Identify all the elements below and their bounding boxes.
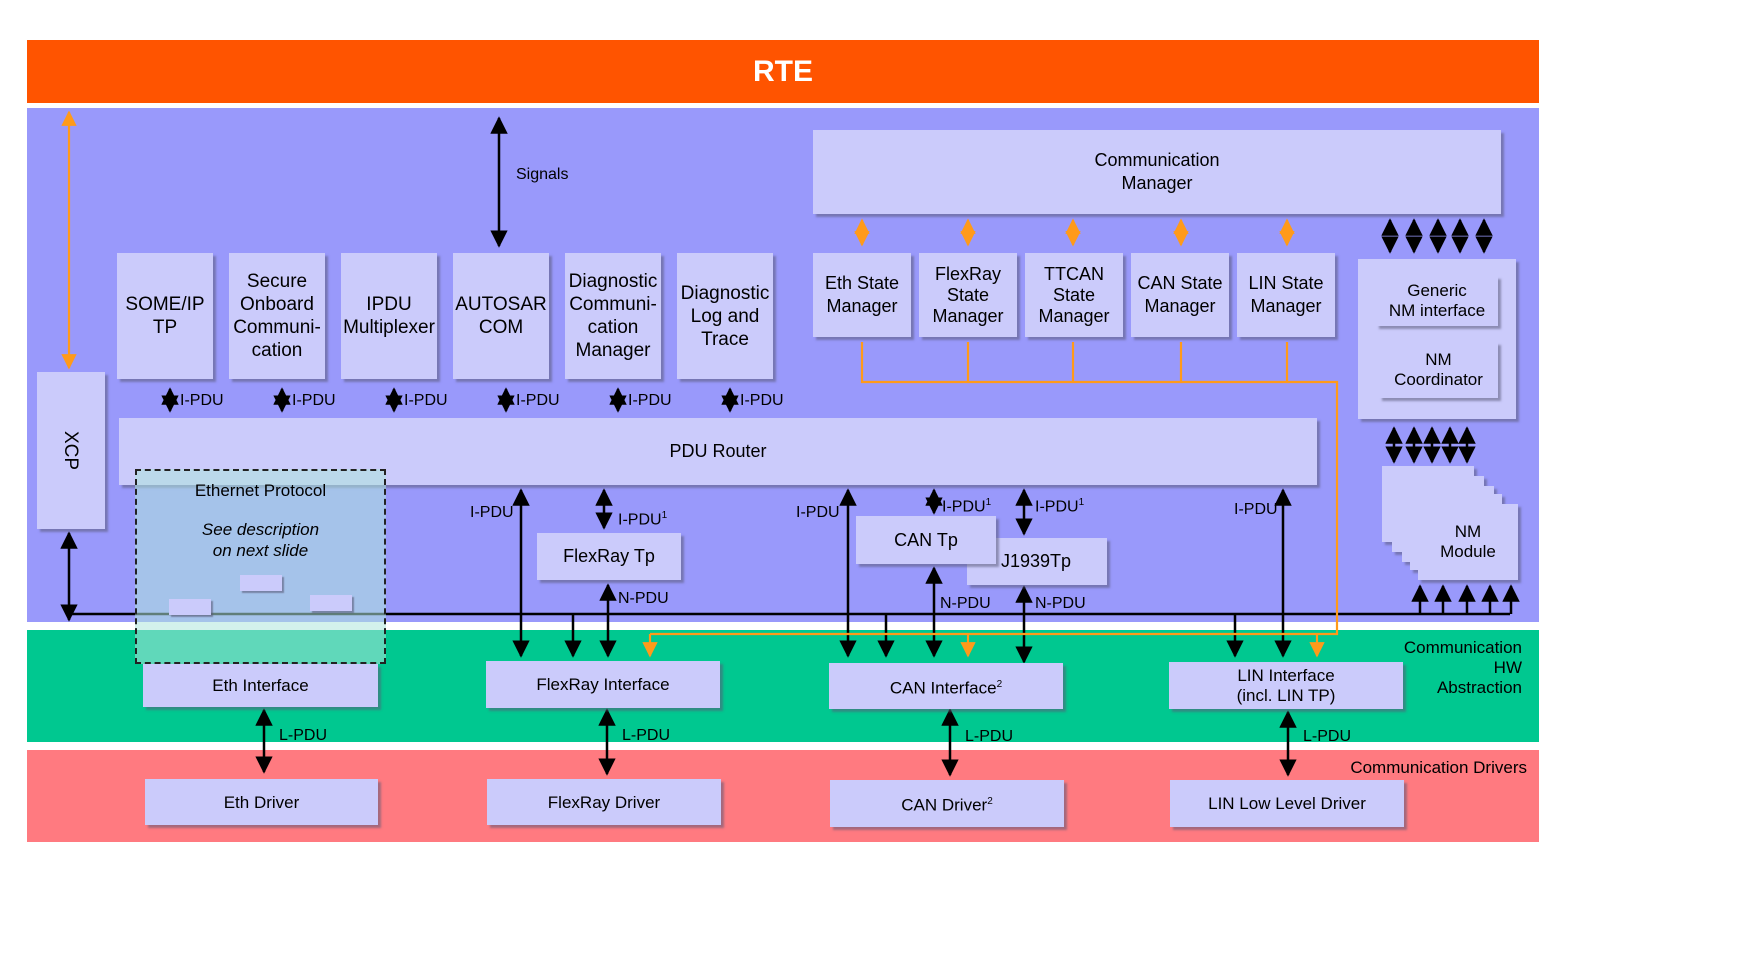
ethernet-protocol-group[interactable]: Ethernet Protocol See description on nex…	[135, 469, 386, 664]
npdu-label-frtp: N-PDU	[618, 590, 669, 607]
lin-interface[interactable]: LIN Interface (incl. LIN TP)	[1169, 662, 1403, 709]
ipdu-label-dlt: I-PDU	[740, 392, 784, 409]
frsm-label: FlexRay State Manager	[932, 263, 1004, 326]
can-driver-text: CAN Driver2	[901, 790, 993, 817]
secoc-module[interactable]: Secure Onboard Communi- cation	[229, 253, 325, 379]
can-driver-label: CAN Driver	[901, 795, 988, 815]
ipdu-label-canif: I-PDU	[796, 504, 840, 521]
dlt-label: Diagnostic Log and Trace	[680, 282, 770, 350]
generic-nm-interface[interactable]: Generic NM interface	[1376, 276, 1498, 326]
autosar-com-module[interactable]: AUTOSAR COM	[453, 253, 549, 379]
ipdu-multiplexer-module[interactable]: IPDU Multiplexer	[341, 253, 437, 379]
can-driver-footnote: 2	[987, 796, 993, 808]
lpdu-label-fr: L-PDU	[622, 727, 671, 744]
dcm-module[interactable]: Diagnostic Communi- cation Manager	[565, 253, 661, 379]
ethernet-submodule-1	[240, 575, 282, 591]
ipdu-label-dcm: I-PDU	[628, 392, 672, 409]
pdu-router-label: PDU Router	[669, 441, 767, 461]
ipdu-label-cantp-text: I-PDU	[942, 498, 986, 516]
flexray-interface-label: FlexRay Interface	[536, 675, 670, 694]
eth-driver[interactable]: Eth Driver	[145, 779, 378, 825]
nm-module[interactable]: NM Module	[1418, 504, 1518, 580]
ttcan-state-manager[interactable]: TTCAN State Manager	[1025, 253, 1123, 337]
can-state-manager[interactable]: CAN State Manager	[1131, 253, 1229, 337]
ttcansm-label: TTCAN State Manager	[1038, 263, 1110, 326]
ethernet-protocol-note: See description on next slide	[201, 520, 320, 560]
can-interface-footnote: 2	[996, 678, 1003, 690]
eth-driver-label: Eth Driver	[223, 792, 300, 812]
eth-sm-label: Eth State Manager	[824, 273, 900, 316]
ipdu-mux-label: IPDU Multiplexer	[343, 294, 435, 338]
rte-label: RTE	[753, 54, 813, 88]
npdu-label-j1939: N-PDU	[1035, 595, 1086, 612]
lin-driver-label: LIN Low Level Driver	[1208, 794, 1366, 813]
ethernet-submodule-3	[310, 595, 352, 611]
cansm-label: CAN State Manager	[1137, 273, 1223, 316]
can-tp-label: CAN Tp	[894, 529, 958, 550]
ipdu-label-secoc: I-PDU	[292, 392, 336, 409]
xcp-module[interactable]: XCP	[37, 372, 105, 529]
ipdu-label-j1939-sup: 1	[1078, 497, 1085, 508]
flexray-interface[interactable]: FlexRay Interface	[486, 661, 720, 708]
ipdu-label-someip: I-PDU	[180, 392, 224, 409]
ipdu-label-ipdum: I-PDU	[404, 392, 448, 409]
linsm-label: LIN State Manager	[1248, 273, 1324, 316]
communication-manager[interactable]: Communication Manager	[813, 130, 1501, 214]
ipdu-label-frtp-text: I-PDU	[618, 511, 662, 529]
secoc-label: Secure Onboard Communi- cation	[233, 271, 321, 361]
ipdu-label-com: I-PDU	[516, 392, 560, 409]
lpdu-label-eth: L-PDU	[279, 727, 328, 744]
hw-abstraction-label: Communication HW Abstraction	[1403, 638, 1522, 697]
ipdu-label-cantp-sup: 1	[985, 497, 992, 508]
lin-interface-label: LIN Interface (incl. LIN TP)	[1236, 665, 1336, 705]
eth-state-manager[interactable]: Eth State Manager	[813, 253, 911, 337]
nm-module-label: NM Module	[1440, 522, 1496, 561]
ethernet-protocol-title: Ethernet Protocol	[194, 481, 327, 500]
can-interface[interactable]: CAN Interface2	[829, 663, 1063, 709]
flexray-driver-label: FlexRay Driver	[547, 792, 661, 812]
can-driver[interactable]: CAN Driver2	[830, 780, 1064, 827]
comm-manager-label: Communication Manager	[1094, 150, 1220, 193]
dlt-module[interactable]: Diagnostic Log and Trace	[677, 253, 773, 379]
ipdu-label-frif: I-PDU	[470, 504, 514, 521]
ethernet-submodule-2	[169, 599, 211, 615]
xcp-label: XCP	[60, 430, 82, 471]
drivers-label: Communication Drivers	[1350, 758, 1527, 777]
autosar-com-label: AUTOSAR COM	[455, 294, 547, 338]
lpdu-label-lin: L-PDU	[1303, 728, 1352, 745]
j1939tp-label: J1939Tp	[1000, 551, 1071, 571]
generic-nm-label: Generic NM interface	[1388, 281, 1486, 320]
flexray-tp-label: FlexRay Tp	[563, 546, 655, 566]
can-tp[interactable]: CAN Tp	[856, 516, 996, 564]
ipdu-label-cantp: I-PDU1	[942, 493, 991, 517]
lin-driver[interactable]: LIN Low Level Driver	[1170, 780, 1404, 827]
can-interface-text: CAN Interface2	[890, 673, 1002, 700]
flexray-driver[interactable]: FlexRay Driver	[487, 779, 721, 825]
nm-coordinator[interactable]: NM Coordinator	[1379, 342, 1498, 398]
someip-tp-label: SOME/IP TP	[125, 294, 205, 338]
ipdu-label-j1939: I-PDU1	[1035, 493, 1084, 517]
signals-label: Signals	[516, 166, 569, 183]
flexray-state-manager[interactable]: FlexRay State Manager	[919, 253, 1017, 337]
rte-bar: RTE	[27, 40, 1539, 103]
can-interface-label: CAN Interface	[889, 678, 997, 698]
someip-tp-module[interactable]: SOME/IP TP	[117, 253, 213, 379]
ipdu-label-frtp-sup: 1	[661, 510, 668, 521]
nm-coordinator-label: NM Coordinator	[1394, 350, 1483, 389]
eth-interface-label: Eth Interface	[212, 676, 309, 695]
ipdu-label-j1939-text: I-PDU	[1035, 498, 1079, 516]
ipdu-label-frtp: I-PDU1	[618, 506, 667, 530]
lpdu-label-can: L-PDU	[965, 728, 1014, 745]
npdu-label-cantp: N-PDU	[940, 595, 991, 612]
eth-interface[interactable]: Eth Interface	[143, 664, 378, 707]
lin-state-manager[interactable]: LIN State Manager	[1237, 253, 1335, 337]
dcm-label: Diagnostic Communi- cation Manager	[568, 271, 658, 361]
flexray-tp[interactable]: FlexRay Tp	[537, 533, 681, 580]
ipdu-label-linif: I-PDU	[1234, 501, 1278, 518]
